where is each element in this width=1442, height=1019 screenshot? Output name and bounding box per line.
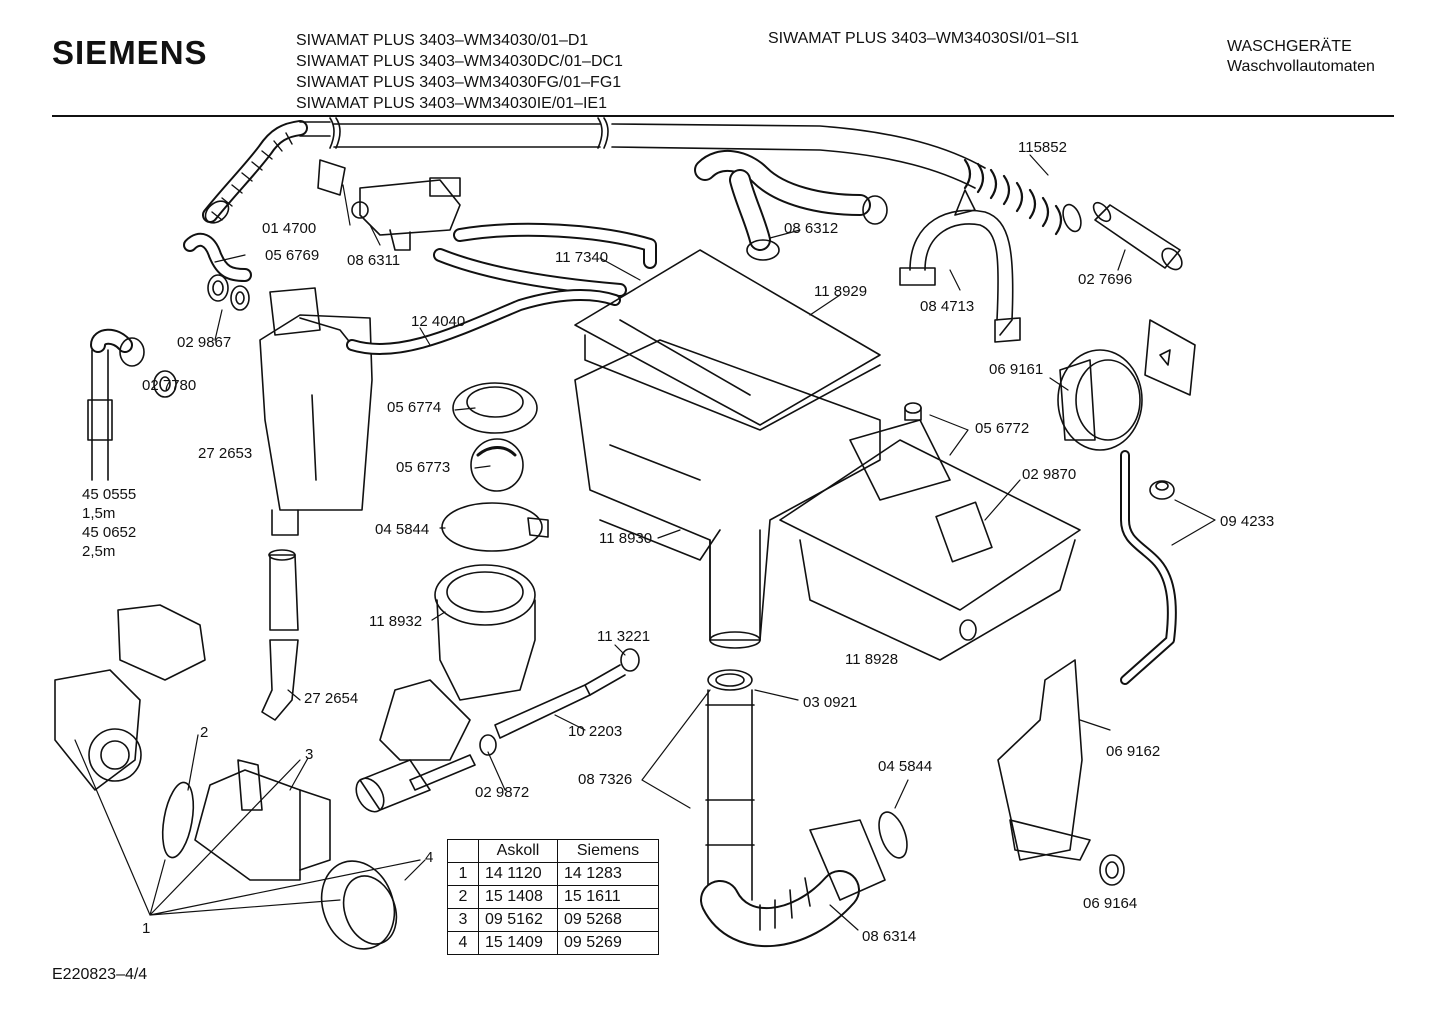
inlet-valve-drawing xyxy=(317,159,461,251)
part-label: 08 6312 xyxy=(784,220,838,237)
inlet-hose-drawing xyxy=(433,222,657,297)
part-label: 06 9164 xyxy=(1083,895,1137,912)
table-cell: 14 1120 xyxy=(478,862,558,886)
part-label: 2 xyxy=(200,724,208,741)
part-label: 05 6772 xyxy=(975,420,1029,437)
hose-adapter-drawing xyxy=(1092,201,1183,271)
part-label: 1,5m xyxy=(82,505,115,522)
part-label: 02 9872 xyxy=(475,784,529,801)
small-elbow-hose-drawing xyxy=(183,232,252,311)
part-label: 2,5m xyxy=(82,543,115,560)
mounting-bracket-drawing xyxy=(899,189,1021,343)
part-label: 08 7326 xyxy=(578,771,632,788)
part-label: 27 2653 xyxy=(198,445,252,462)
part-label: 02 9867 xyxy=(177,334,231,351)
pressure-tube-drawing xyxy=(1120,450,1177,685)
header-divider xyxy=(52,115,1394,117)
part-label: 11 8932 xyxy=(369,613,422,630)
part-label: 02 7696 xyxy=(1078,271,1132,288)
part-label: 45 0652 xyxy=(82,524,136,541)
table-row: 4 15 1409 09 5269 xyxy=(447,931,659,955)
vertical-drain-pipe-drawing xyxy=(700,669,908,948)
table-cell: 09 5269 xyxy=(557,931,659,955)
model-line: SIWAMAT PLUS 3403–WM34030DC/01–DC1 xyxy=(296,53,623,70)
connection-hose-drawing xyxy=(346,289,621,355)
siemens-logo: SIEMENS xyxy=(52,34,208,71)
table-cell: 15 1408 xyxy=(478,885,558,909)
part-label: 27 2654 xyxy=(304,690,358,707)
detergent-housing-drawing xyxy=(259,287,373,536)
part-label: 45 0555 xyxy=(82,486,136,503)
model-line: SIWAMAT PLUS 3403–WM34030/01–D1 xyxy=(296,32,589,49)
model-line: SIWAMAT PLUS 3403–WM34030FG/01–FG1 xyxy=(296,74,622,91)
part-label: 11 7340 xyxy=(555,249,608,266)
program-selector-drawing xyxy=(904,319,1196,451)
document-id: E220823–4/4 xyxy=(52,966,148,983)
corrugated-hose-drawing xyxy=(202,117,1082,236)
part-label: 11 8929 xyxy=(814,283,867,300)
part-label: 4 xyxy=(425,849,433,866)
part-label: 05 6773 xyxy=(396,459,450,476)
table-cell: 3 xyxy=(447,908,479,932)
table-cell: 09 5162 xyxy=(478,908,558,932)
electronics-bracket-drawing xyxy=(997,659,1125,886)
table-cell: 15 1409 xyxy=(478,931,558,955)
cross-reference-table: Askoll Siemens 1 14 1120 14 1283 2 15 14… xyxy=(447,839,659,955)
table-header-cell: Siemens xyxy=(557,839,659,863)
table-cell: 14 1283 xyxy=(557,862,659,886)
part-label: 04 5844 xyxy=(375,521,429,538)
part-label: 12 4040 xyxy=(411,313,465,330)
part-label: 08 4713 xyxy=(920,298,974,315)
part-label: 08 6311 xyxy=(347,252,400,269)
sump-housing-drawing xyxy=(355,564,536,813)
table-cell: 2 xyxy=(447,885,479,909)
part-label: 10 2203 xyxy=(568,723,622,740)
category-block: WASCHGERÄTE Waschvollautomaten xyxy=(1227,37,1375,77)
lower-hose-drawing xyxy=(261,549,299,721)
part-label: 115852 xyxy=(1018,139,1067,156)
part-label: 05 6774 xyxy=(387,399,441,416)
part-label: 03 0921 xyxy=(803,694,857,711)
part-labels: 115852 01 4700 08 6312 05 6769 08 6311 1… xyxy=(82,139,1274,945)
part-label: 06 9162 xyxy=(1106,743,1160,760)
model-line-right: SIWAMAT PLUS 3403–WM34030SI/01–SI1 xyxy=(768,30,1079,47)
part-label: 04 5844 xyxy=(878,758,932,775)
part-label: 09 4233 xyxy=(1220,513,1274,530)
table-row: 3 09 5162 09 5268 xyxy=(447,908,659,932)
detergent-drawer-drawing xyxy=(779,419,1081,661)
leader-lines xyxy=(74,154,1216,931)
category-title: WASCHGERÄTE xyxy=(1227,38,1352,55)
model-list: SIWAMAT PLUS 3403–WM34030/01–D1 SIWAMAT … xyxy=(296,30,623,114)
table-header-row: Askoll Siemens xyxy=(447,839,659,863)
table-cell: 1 xyxy=(447,862,479,886)
drain-pump-drawing xyxy=(54,604,398,950)
table-header-cell: Askoll xyxy=(478,839,558,863)
dispenser-drawer-housing-drawing xyxy=(574,339,881,649)
part-label: 06 9161 xyxy=(989,361,1043,378)
part-label: 02 7780 xyxy=(142,377,196,394)
table-cell: 09 5268 xyxy=(557,908,659,932)
part-label: 3 xyxy=(305,746,313,763)
part-label: 05 6769 xyxy=(265,247,319,264)
table-header-cell xyxy=(447,839,479,863)
drain-hose-elbow-drawing xyxy=(694,149,888,261)
part-label: 01 4700 xyxy=(262,220,316,237)
table-row: 1 14 1120 14 1283 xyxy=(447,862,659,886)
drain-pipe-drawing xyxy=(87,328,177,481)
part-label: 02 9870 xyxy=(1022,466,1076,483)
category-subtitle: Waschvollautomaten xyxy=(1227,58,1375,75)
part-label: 11 3221 xyxy=(597,628,650,645)
model-line: SIWAMAT PLUS 3403–WM34030IE/01–IE1 xyxy=(296,95,607,112)
table-cell: 15 1611 xyxy=(557,885,659,909)
dispenser-lid-drawing xyxy=(574,249,881,431)
table-cell: 4 xyxy=(447,931,479,955)
part-label: 11 8930 xyxy=(599,530,652,547)
sealing-rings-drawing xyxy=(441,382,549,552)
bypass-tube-drawing xyxy=(409,648,640,791)
table-row: 2 15 1408 15 1611 xyxy=(447,885,659,909)
part-label: 11 8928 xyxy=(845,651,898,668)
part-label: 1 xyxy=(142,920,150,937)
part-label: 08 6314 xyxy=(862,928,916,945)
